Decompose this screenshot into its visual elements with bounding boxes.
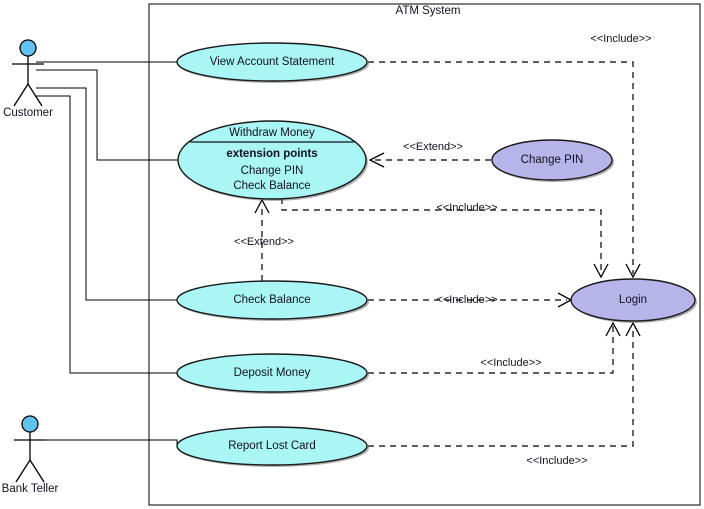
include-label-deposit-money: <<Include>> [480, 357, 541, 369]
extension-point-change-pin: Change PIN [241, 165, 304, 177]
use-case-label: View Account Statement [210, 56, 335, 68]
use-case-label: Change PIN [521, 154, 584, 166]
actor-customer-label: Customer [3, 107, 53, 119]
actor-left-leg-icon [15, 459, 31, 483]
use-case-label: Deposit Money [234, 367, 311, 379]
include-label-withdraw-money: <<Include>> [436, 202, 497, 214]
ellipse-shape [570, 278, 696, 322]
system-boundary-box [148, 3, 701, 506]
use-case-label: Withdraw Money [229, 127, 315, 139]
actor-left-leg-icon [13, 83, 29, 107]
association-customer-deposit-money[interactable] [36, 95, 177, 374]
actor-bank-teller-label: Bank Teller [2, 483, 59, 495]
ellipse-shape [176, 353, 368, 393]
ellipse-shape [176, 42, 368, 82]
actor-right-leg-icon [27, 83, 43, 107]
use-case-label: Report Lost Card [228, 440, 316, 452]
include-deposit-money-to-login[interactable] [368, 326, 614, 374]
association-customer-withdraw-money[interactable] [36, 69, 178, 161]
ellipse-shape [177, 120, 367, 200]
include-arrow-head [625, 321, 641, 337]
use-case-deposit-money[interactable]: Deposit Money [176, 353, 369, 394]
include-view-account-statement-to-login[interactable] [368, 61, 634, 274]
association-customer-check-balance[interactable] [36, 87, 177, 301]
actor-bank-teller[interactable]: Bank Teller [2, 415, 59, 495]
include-arrow-head [625, 263, 641, 279]
extension-point-check-balance: Check Balance [233, 180, 310, 192]
use-case-report-lost-card[interactable]: Report Lost Card [176, 426, 369, 467]
actor-head-icon [19, 39, 37, 57]
ellipse-shape [176, 426, 368, 466]
include-withdraw-money-to-login[interactable] [281, 198, 602, 274]
use-case-change-pin[interactable]: Change PIN [491, 139, 614, 182]
extend-label-check-balance: <<Extend>> [234, 236, 294, 248]
actor-head-icon [21, 415, 39, 433]
include-report-lost-card-to-login[interactable] [368, 326, 634, 447]
association-bank-teller-report-lost-card[interactable] [38, 439, 178, 446]
ellipse-shape [176, 280, 368, 320]
use-case-label: Check Balance [233, 294, 310, 306]
use-case-login[interactable]: Login [570, 278, 697, 323]
extend-arrow-head [368, 152, 385, 168]
ellipse-shape [491, 139, 613, 181]
include-arrow-head [593, 263, 609, 279]
extend-label-change-pin: <<Extend>> [403, 141, 463, 153]
use-case-label: Login [619, 294, 647, 306]
actor-customer[interactable]: Customer [3, 39, 53, 119]
include-arrow-head [605, 321, 621, 337]
include-label-view-account-statement: <<Include>> [590, 33, 651, 45]
actor-right-leg-icon [29, 459, 45, 483]
include-label-check-balance: <<Include>> [436, 294, 497, 306]
extension-points-heading: extension points [226, 148, 317, 160]
use-case-view-account-statement[interactable]: View Account Statement [176, 42, 369, 83]
system-boundary-title: ATM System [396, 5, 461, 17]
use-case-check-balance[interactable]: Check Balance [176, 280, 369, 321]
include-label-report-lost-card: <<Include>> [526, 455, 587, 467]
use-case-withdraw-money[interactable]: Withdraw Money extension points Change P… [177, 120, 368, 201]
